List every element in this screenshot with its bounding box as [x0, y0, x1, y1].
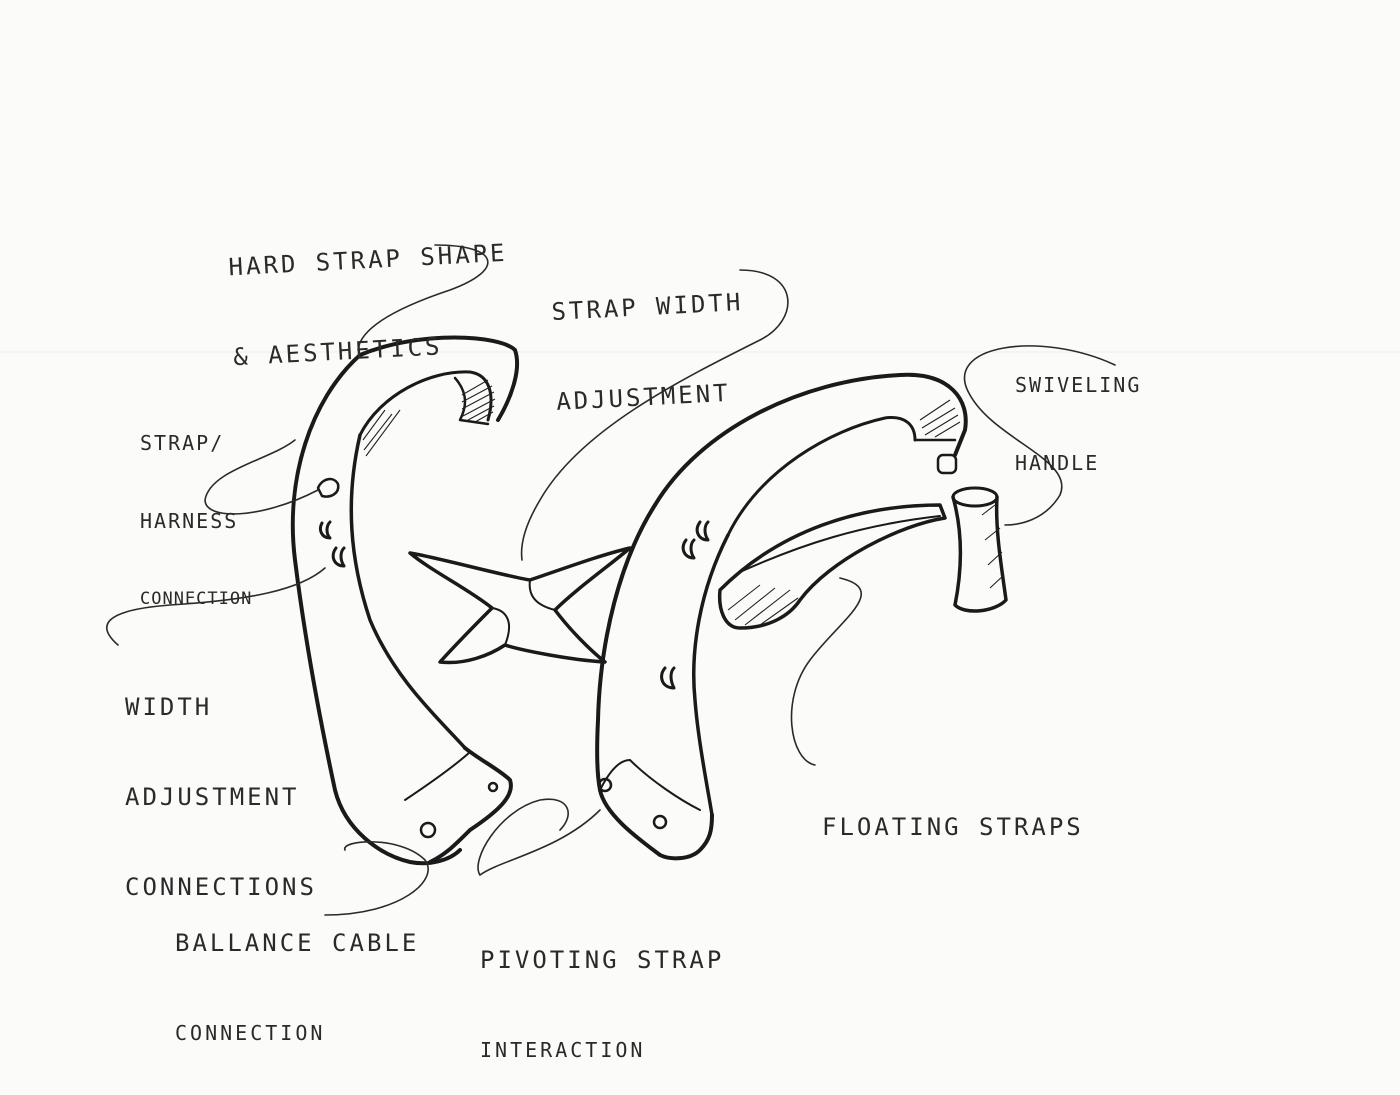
- swivel-handle: [951, 486, 1008, 613]
- adjust-hole-icon: [695, 520, 710, 542]
- leader-lines: [106, 244, 1116, 916]
- label-width-adjustment: WIDTH ADJUSTMENT CONNECTIONS: [125, 632, 317, 932]
- label-line: INTERACTION: [480, 1038, 646, 1062]
- label-line: PIVOTING STRAP: [480, 946, 725, 974]
- label-hard-strap: HARD STRAP SHAPE & AESTHETICS: [225, 178, 515, 402]
- label-line: BALLANCE CABLE: [175, 929, 420, 957]
- label-pivoting-strap: PIVOTING STRAP INTERACTION: [480, 885, 724, 1095]
- handle-pin-icon: [936, 453, 958, 475]
- label-line: HANDLE: [1015, 451, 1100, 475]
- label-line: ADJUSTMENT: [555, 378, 732, 416]
- adjust-hole-icon: [318, 520, 332, 540]
- label-line: STRAP WIDTH: [550, 288, 744, 327]
- pivot-hole-icon: [487, 781, 499, 793]
- label-line: SWIVELING: [1015, 373, 1142, 397]
- cable-hole-icon: [652, 814, 668, 830]
- label-swiveling: SWIVELING HANDLE: [1015, 320, 1141, 502]
- harness-hole-icon: [316, 477, 340, 498]
- pivot-hole-icon: [597, 777, 613, 793]
- adjust-hole-icon: [681, 538, 696, 560]
- label-line: ADJUSTMENT: [125, 783, 300, 811]
- label-strap-width: STRAP WIDTH ADJUSTMENT: [548, 227, 751, 447]
- adjust-hole-icon: [331, 546, 346, 568]
- label-line: HARNESS: [140, 509, 239, 533]
- label-line: CONNECTION: [175, 1021, 326, 1045]
- label-floating-straps: FLOATING STRAPS: [822, 752, 1084, 872]
- cross-piece: [408, 546, 632, 665]
- label-harness: STRAP/ HARNESS CONNECTION: [140, 378, 252, 638]
- label-line: & AESTHETICS: [232, 332, 444, 372]
- label-line: STRAP/: [140, 431, 225, 455]
- left-strap: [290, 335, 520, 866]
- adjust-hole-icon: [660, 666, 676, 690]
- floating-strap: [717, 503, 947, 630]
- label-line: CONNECTIONS: [125, 873, 317, 901]
- label-line: FLOATING STRAPS: [822, 813, 1084, 841]
- cable-hole-icon: [419, 821, 437, 839]
- label-line: WIDTH: [125, 693, 213, 721]
- label-line: CONNECTION: [140, 589, 253, 609]
- sketch-drawing: [0, 244, 1400, 916]
- label-line: HARD STRAP SHAPE: [227, 238, 509, 282]
- label-ballance-cable: BALLANCE CABLE CONNECTION: [175, 868, 419, 1078]
- right-strap: [595, 372, 968, 861]
